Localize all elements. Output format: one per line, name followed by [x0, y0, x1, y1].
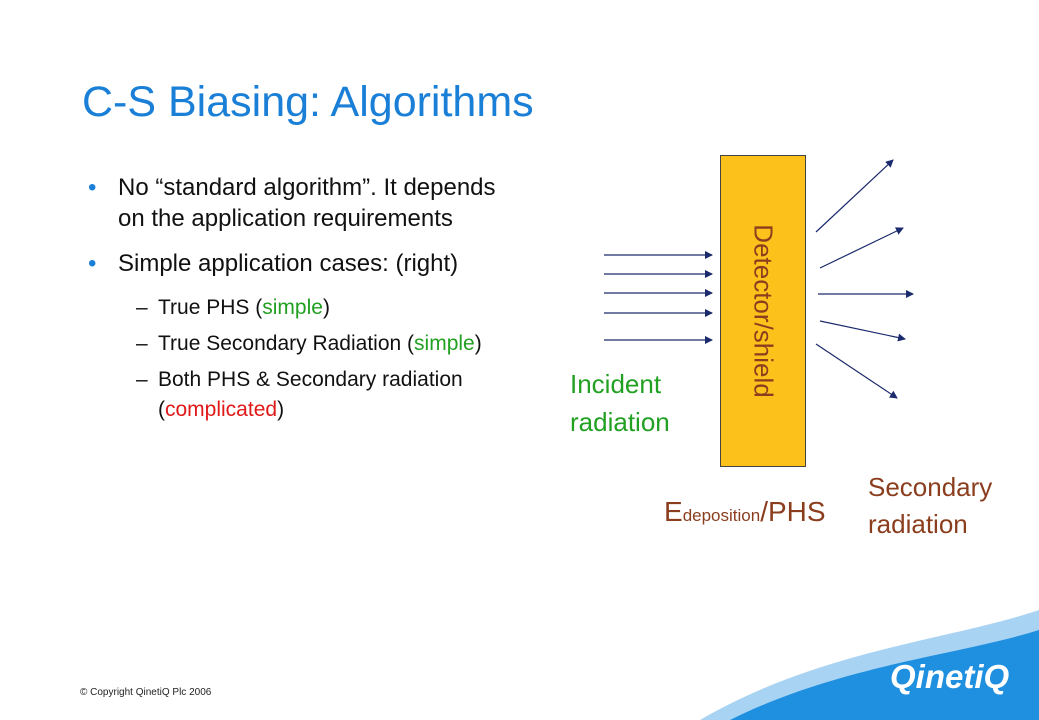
- edep-subscript: deposition: [682, 506, 761, 525]
- secondary-arrows: [815, 159, 914, 399]
- bullet-text: No “standard algorithm”. It depends on t…: [118, 174, 496, 232]
- sub-bullet-dash: –: [136, 332, 148, 355]
- sub-bullet-item: – True Secondary Radiation (simple): [88, 329, 508, 359]
- secondary-arrow: [815, 159, 894, 233]
- bullet-dot: •: [88, 174, 97, 201]
- sub-bullet-suffix: ): [322, 296, 330, 319]
- sub-bullet-dash: –: [136, 296, 148, 319]
- sub-bullet-highlight: complicated: [165, 398, 278, 421]
- incident-arrows: [604, 251, 713, 344]
- slide-title: C-S Biasing: Algorithms: [82, 78, 534, 126]
- edeposition-phs-label: Edeposition/PHS: [664, 496, 826, 528]
- detector-label: Detector/shield: [748, 224, 779, 398]
- sub-bullet-prefix: Both PHS & Secondary radiation (: [158, 368, 463, 421]
- sub-bullet-dash: –: [136, 368, 148, 391]
- bullet-item: • No “standard algorithm”. It depends on…: [88, 172, 508, 234]
- detector-shield-box: Detector/shield: [720, 155, 806, 467]
- secondary-label-line2: radiation: [868, 509, 968, 539]
- incident-label-line1: Incident: [570, 369, 662, 399]
- secondary-label-line1: Secondary: [868, 472, 993, 502]
- edep-suffix: /PHS: [760, 496, 826, 527]
- sub-bullet-prefix: True Secondary Radiation (: [158, 332, 415, 355]
- sub-bullet-highlight: simple: [262, 296, 323, 319]
- qinetiq-logo: QinetiQ: [890, 658, 1010, 695]
- sub-bullet-item: – True PHS (simple): [88, 293, 508, 323]
- sub-bullet-suffix: ): [277, 398, 285, 421]
- sub-bullet-suffix: ): [474, 332, 482, 355]
- secondary-arrow: [819, 227, 904, 269]
- bullet-text: Simple application cases: (right): [118, 250, 459, 277]
- bullet-dot: •: [88, 250, 97, 277]
- sub-bullet-highlight: simple: [414, 332, 475, 355]
- sub-bullet-prefix: True PHS (: [158, 296, 263, 319]
- copyright-notice: © Copyright QinetiQ Plc 2006: [80, 687, 212, 698]
- bullet-list: • No “standard algorithm”. It depends on…: [88, 172, 508, 431]
- sub-bullet-item: – Both PHS & Secondary radiation (compli…: [88, 365, 508, 425]
- edep-main: E: [664, 496, 683, 527]
- bullet-item: • Simple application cases: (right): [88, 248, 508, 279]
- incident-label-line2: radiation: [570, 407, 670, 437]
- secondary-arrow: [815, 343, 898, 399]
- secondary-arrow: [819, 320, 906, 342]
